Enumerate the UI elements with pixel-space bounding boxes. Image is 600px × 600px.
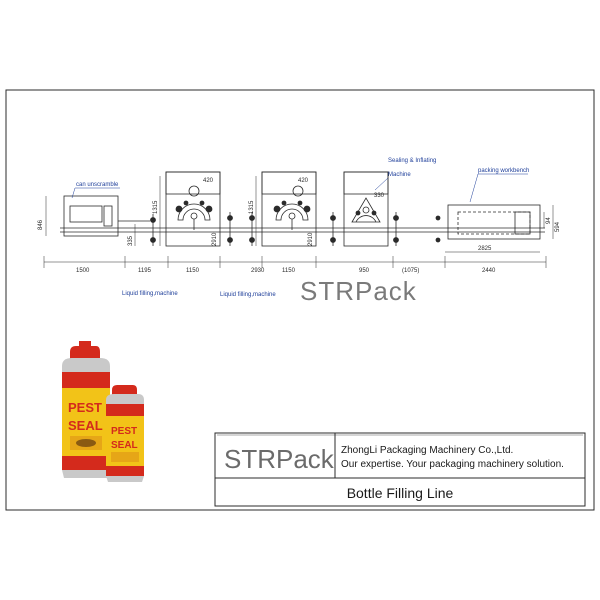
conveyor-guide-1 [150,214,156,246]
dimension-lines [43,176,554,268]
watermark-text: STRPack [300,276,417,306]
conveyor-guide-3 [330,212,336,246]
dim-2825: 2825 [478,246,492,252]
dim-330: 330 [374,193,385,199]
title-block: STRPack ZhongLi Packaging Machinery Co.,… [214,432,586,507]
dim-1315-b: 1315 [249,200,255,214]
drawing-labels: can unscramble Sealing & Inflating Machi… [71,158,529,298]
small-aerosol-can: PEST SEAL [106,385,144,482]
product-cans-image: PEST SEAL PEST SEAL [62,341,144,482]
large-can-text-1: PEST [68,400,102,415]
company-slogan: Our expertise. Your packaging machinery … [341,459,564,470]
production-line-layout [43,171,554,268]
label-sealing-inflating-line2: Machine [388,172,411,178]
dimension-values: 846 335 1315 1315 420 420 2910 2910 330 … [38,178,561,274]
dim-1500: 1500 [76,268,90,274]
liquid-filling-machine-2 [261,171,317,247]
watermark-logo: STRPack [300,276,417,306]
dim-94: 94 [546,217,552,224]
small-can-text-1: PEST [111,426,137,437]
dim-594: 594 [555,221,561,232]
company-name: ZhongLi Packaging Machinery Co.,Ltd. [341,445,513,456]
sealing-inflating-machine [343,171,389,247]
conveyor-guide-2 [227,212,255,246]
label-can-unscramble: can unscramble [76,182,119,188]
dim-1150-b: 1150 [282,268,296,274]
label-packing-workbench: packing workbench [478,168,529,174]
dim-420-a: 420 [203,178,214,184]
large-aerosol-can: PEST SEAL [62,341,110,478]
dim-2930: 2930 [251,268,265,274]
dim-846: 846 [38,219,44,230]
company-logo-text: STRPack [224,444,335,474]
large-can-text-2: SEAL [68,418,103,433]
company-logo: STRPack [224,444,335,474]
dim-2910-a: 2910 [212,232,218,246]
liquid-filling-machine-1 [165,171,221,247]
label-liquid-filling-2: Liquid filling,machine [220,292,276,298]
dim-2910-b: 2910 [308,232,314,246]
dim-420-b: 420 [298,178,309,184]
small-can-text-2: SEAL [111,440,138,451]
dim-2440: 2440 [482,268,496,274]
dim-1315-a: 1315 [153,200,159,214]
dim-335: 335 [128,235,134,246]
dim-1075: (1075) [402,268,419,274]
label-sealing-inflating-line1: Sealing & Inflating [388,158,436,164]
dim-1150-a: 1150 [186,268,200,274]
conveyor-guide-4 [393,212,441,246]
drawing-title: Bottle Filling Line [347,485,454,501]
label-liquid-filling-1: Liquid filling,machine [122,291,178,297]
drawing-frame [5,89,595,511]
dim-950: 950 [359,268,370,274]
packing-workbench [447,204,541,240]
dim-1195: 1195 [138,268,152,274]
can-unscramble-machine [63,195,150,237]
